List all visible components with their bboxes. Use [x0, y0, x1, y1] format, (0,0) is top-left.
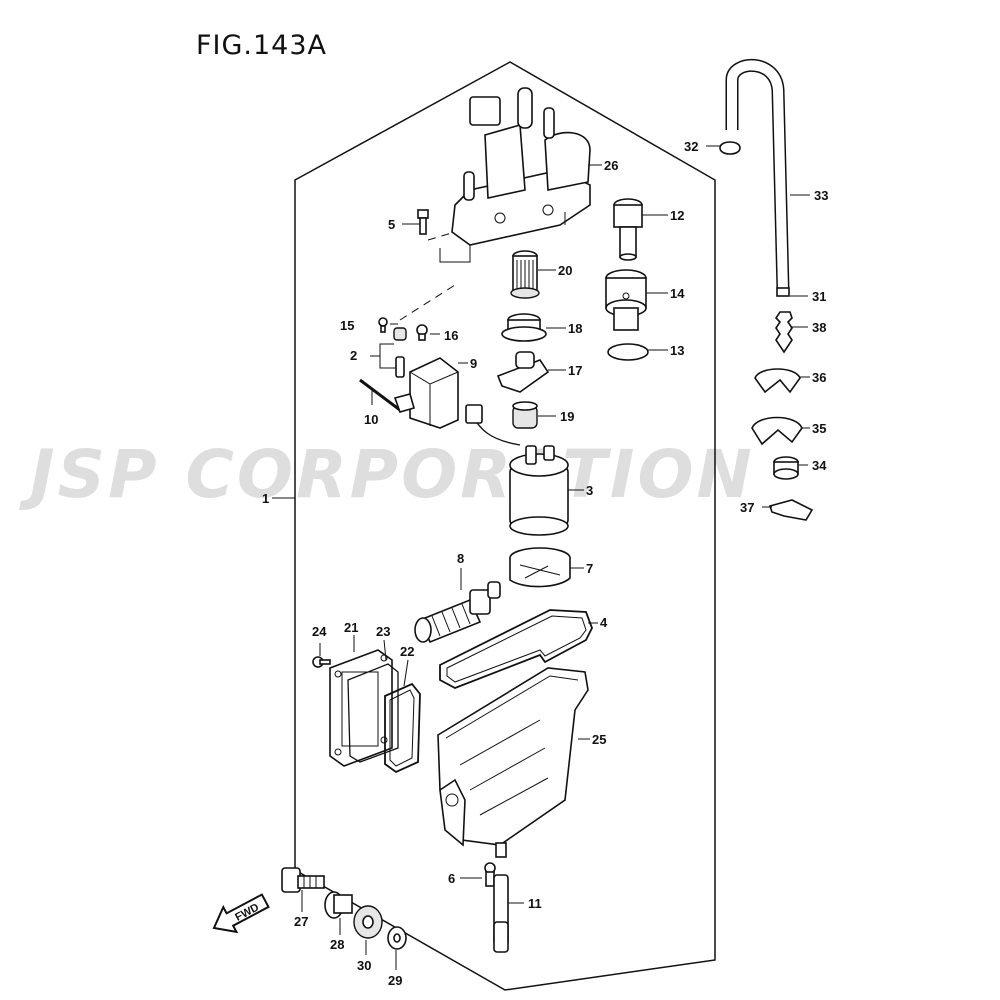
callout-3: 3: [586, 483, 593, 498]
part-12-valve: [613, 198, 643, 261]
screw-24: [312, 656, 331, 668]
callout-38: 38: [812, 320, 826, 335]
collar-28: [324, 891, 353, 919]
part-14-float-chamber: [605, 269, 647, 331]
callout-25: 25: [592, 732, 606, 747]
callout-15: 15: [340, 318, 354, 333]
watermark-text: JSP CORPORATION: [19, 436, 755, 513]
clip-32: [719, 141, 741, 155]
bolt-27: [281, 867, 325, 893]
callout-11: 11: [528, 896, 542, 911]
callout-9: 9: [470, 356, 477, 371]
float-chamber-body-25: [437, 667, 589, 858]
callout-16: 16: [444, 328, 458, 343]
callout-28: 28: [330, 937, 344, 952]
callout-7: 7: [586, 561, 593, 576]
callout-30: 30: [357, 958, 371, 973]
screw-5: [417, 209, 429, 235]
callout-37: 37: [740, 500, 754, 515]
figure-title: FIG.143A: [196, 30, 328, 61]
callout-17: 17: [568, 363, 582, 378]
filter-20: [510, 250, 540, 299]
callout-22: 22: [400, 644, 414, 659]
float-9: [409, 357, 459, 429]
callout-4: 4: [600, 615, 608, 630]
callout-14: 14: [670, 286, 685, 301]
vapor-separator-cover: [439, 87, 591, 263]
callout-36: 36: [812, 370, 826, 385]
callout-35: 35: [812, 421, 826, 436]
part-7-cover: [509, 547, 571, 588]
callout-18: 18: [568, 321, 582, 336]
watermark: JSP CORPORATION: [19, 436, 755, 513]
callout-13: 13: [670, 343, 684, 358]
o-ring-13: [607, 343, 649, 361]
filter-8: [414, 581, 501, 644]
callout-10: 10: [364, 412, 378, 427]
pin-10: [359, 378, 401, 412]
callout-21: 21: [344, 620, 358, 635]
screw-6: [484, 862, 496, 887]
hose-33: [725, 59, 790, 297]
callout-labels: 1 2 3 4 5 6 7 8 9 10 11 12 13 14 15 16 1…: [262, 139, 828, 988]
drain-hose-11: [493, 874, 509, 953]
fitting-38: [774, 311, 793, 354]
callout-23: 23: [376, 624, 390, 639]
callout-33: 33: [814, 188, 828, 203]
bracket-17: [496, 351, 550, 393]
plate-21: [329, 649, 393, 767]
callout-26: 26: [604, 158, 618, 173]
gasket-23: [347, 663, 399, 763]
fuel-pump-3: [465, 404, 569, 536]
fwd-direction-arrow: FWD: [212, 893, 270, 934]
part-18-cap: [501, 313, 547, 342]
callout-31: 31: [812, 289, 826, 304]
washer-29: [387, 926, 407, 950]
callout-6: 6: [448, 871, 455, 886]
clip-35: [751, 416, 803, 446]
leader-lines: [272, 145, 810, 970]
grommet-34: [773, 456, 799, 480]
grommet-30: [353, 905, 383, 939]
screw-15: [378, 317, 388, 333]
gasket-4: [439, 609, 593, 689]
callout-27: 27: [294, 914, 308, 929]
fwd-label: FWD: [233, 901, 261, 923]
callout-20: 20: [558, 263, 572, 278]
callout-8: 8: [457, 551, 464, 566]
callout-1: 1: [262, 491, 269, 506]
callout-32: 32: [684, 139, 698, 154]
clip-36: [754, 368, 801, 394]
grommet-19: [512, 401, 538, 429]
callout-5: 5: [388, 217, 395, 232]
part-2-needle: [393, 327, 407, 378]
callout-12: 12: [670, 208, 684, 223]
callout-19: 19: [560, 409, 574, 424]
clip-37: [768, 499, 814, 521]
callout-34: 34: [812, 458, 827, 473]
gasket-22: [384, 682, 421, 774]
callout-24: 24: [312, 624, 327, 639]
callout-2: 2: [350, 348, 357, 363]
screw-16: [416, 324, 428, 341]
callout-29: 29: [388, 973, 402, 988]
